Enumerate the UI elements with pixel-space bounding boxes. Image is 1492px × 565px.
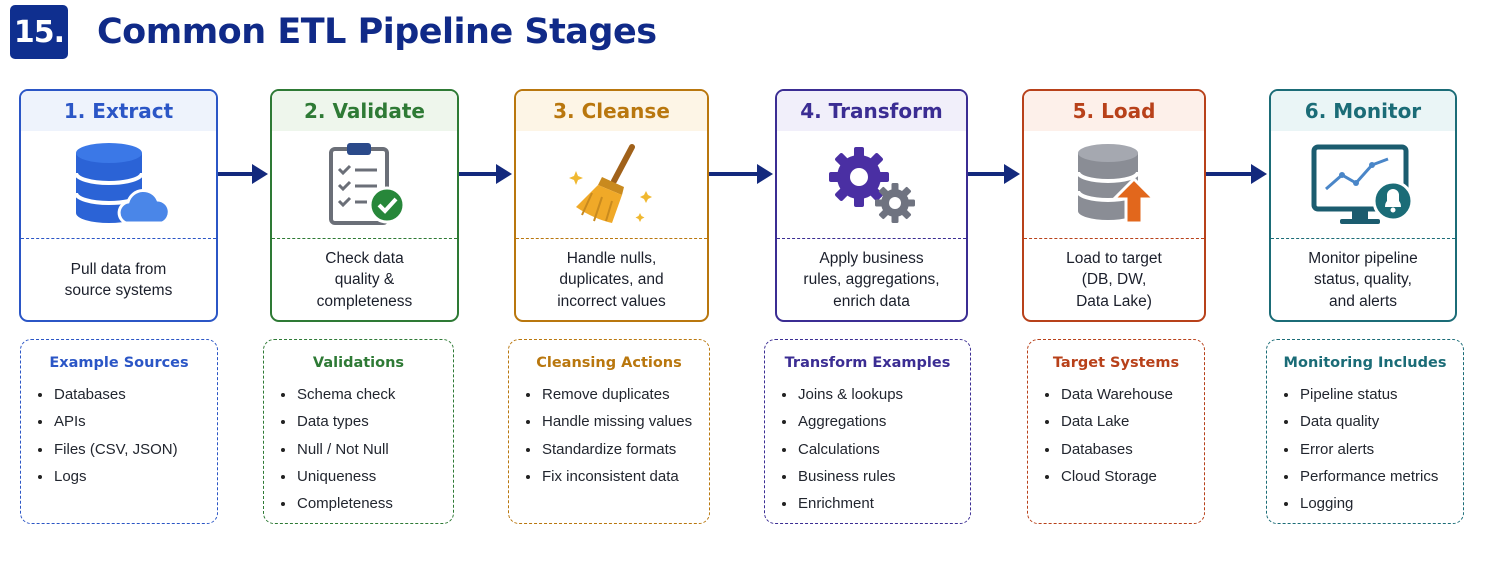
detail-list: Data Warehouse Data Lake Databases Cloud…	[1044, 385, 1198, 494]
list-item: Databases	[1044, 440, 1198, 467]
stage-description: Check data quality & completeness	[316, 249, 413, 310]
detail-box-validate: Validations Schema check Data types Null…	[263, 339, 454, 524]
detail-box-cleanse: Cleansing Actions Remove duplicates Hand…	[508, 339, 710, 524]
section-number-badge: 15.	[10, 5, 68, 59]
list-item: Data Lake	[1044, 412, 1198, 439]
list-item: Aggregations	[781, 412, 964, 439]
list-item: Pipeline status	[1283, 385, 1457, 412]
list-item: Cloud Storage	[1044, 467, 1198, 494]
list-item: Remove duplicates	[525, 385, 703, 412]
flow-arrow-icon	[968, 164, 1020, 184]
list-item: Uniqueness	[280, 467, 447, 494]
detail-title: Target Systems	[1052, 355, 1180, 371]
list-item: Business rules	[781, 467, 964, 494]
broom-icon	[516, 133, 707, 239]
stage-description: Load to target (DB, DW, Data Lake)	[1066, 249, 1162, 310]
database-cloud-icon	[21, 133, 216, 239]
stage-card-monitor: 6. Monitor Monitor pipeline status, qual…	[1269, 89, 1457, 322]
stage-divider	[1271, 238, 1455, 239]
list-item: APIs	[37, 412, 211, 439]
stage-description: Handle nulls, duplicates, and incorrect …	[557, 249, 666, 310]
page-title: Common ETL Pipeline Stages	[97, 12, 657, 52]
detail-box-extract: Example Sources Databases APIs Files (CS…	[20, 339, 218, 524]
detail-title: Monitoring Includes	[1283, 355, 1447, 371]
detail-list: Remove duplicates Handle missing values …	[525, 385, 703, 494]
list-item: Error alerts	[1283, 440, 1457, 467]
stage-card-load: 5. Load Load to target (DB, DW, Data Lak…	[1022, 89, 1206, 322]
stage-title: 3. Cleanse	[516, 91, 707, 131]
stage-title: 6. Monitor	[1271, 91, 1455, 131]
stage-title: 5. Load	[1024, 91, 1204, 131]
detail-list: Pipeline status Data quality Error alert…	[1283, 385, 1457, 521]
stage-title: 1. Extract	[21, 91, 216, 131]
detail-box-monitor: Monitoring Includes Pipeline status Data…	[1266, 339, 1464, 524]
list-item: Completeness	[280, 494, 447, 521]
list-item: Performance metrics	[1283, 467, 1457, 494]
stage-title: 2. Validate	[272, 91, 457, 131]
list-item: Data types	[280, 412, 447, 439]
detail-title: Transform Examples	[784, 355, 951, 371]
detail-box-transform: Transform Examples Joins & lookups Aggre…	[764, 339, 971, 524]
stage-divider	[21, 238, 216, 239]
list-item: Joins & lookups	[781, 385, 964, 412]
stage-description: Monitor pipeline status, quality, and al…	[1308, 249, 1418, 310]
list-item: Logs	[37, 467, 211, 494]
detail-title: Example Sources	[49, 355, 189, 371]
gears-icon	[777, 133, 966, 239]
stage-description: Pull data from source systems	[64, 260, 173, 300]
detail-list: Schema check Data types Null / Not Null …	[280, 385, 447, 521]
list-item: Enrichment	[781, 494, 964, 521]
list-item: Logging	[1283, 494, 1457, 521]
list-item: Schema check	[280, 385, 447, 412]
list-item: Data Warehouse	[1044, 385, 1198, 412]
list-item: Null / Not Null	[280, 440, 447, 467]
flow-arrow-icon	[218, 164, 268, 184]
list-item: Fix inconsistent data	[525, 467, 703, 494]
detail-title: Validations	[312, 355, 405, 371]
monitor-bell-icon	[1271, 133, 1455, 239]
stage-divider	[516, 238, 707, 239]
stage-card-transform: 4. Transform	[775, 89, 968, 322]
detail-title: Cleansing Actions	[536, 355, 682, 371]
list-item: Standardize formats	[525, 440, 703, 467]
detail-list: Databases APIs Files (CSV, JSON) Logs	[37, 385, 211, 494]
stage-card-cleanse: 3. Cleanse Handle nulls, duplicates, and…	[514, 89, 709, 322]
database-upload-icon	[1024, 133, 1204, 239]
stage-description: Apply business rules, aggregations, enri…	[803, 249, 940, 310]
stage-title: 4. Transform	[777, 91, 966, 131]
flow-arrow-icon	[459, 164, 512, 184]
flow-arrow-icon	[709, 164, 773, 184]
list-item: Handle missing values	[525, 412, 703, 439]
flow-arrow-icon	[1206, 164, 1267, 184]
list-item: Calculations	[781, 440, 964, 467]
list-item: Files (CSV, JSON)	[37, 440, 211, 467]
list-item: Data quality	[1283, 412, 1457, 439]
detail-box-load: Target Systems Data Warehouse Data Lake …	[1027, 339, 1205, 524]
stage-card-extract: 1. Extract Pull data from source systems	[19, 89, 218, 322]
stage-card-validate: 2. Validate Check data quality & complet…	[270, 89, 459, 322]
stage-divider	[777, 238, 966, 239]
stage-divider	[272, 238, 457, 239]
list-item: Databases	[37, 385, 211, 412]
stage-divider	[1024, 238, 1204, 239]
clipboard-check-icon	[272, 133, 457, 239]
detail-list: Joins & lookups Aggregations Calculation…	[781, 385, 964, 521]
